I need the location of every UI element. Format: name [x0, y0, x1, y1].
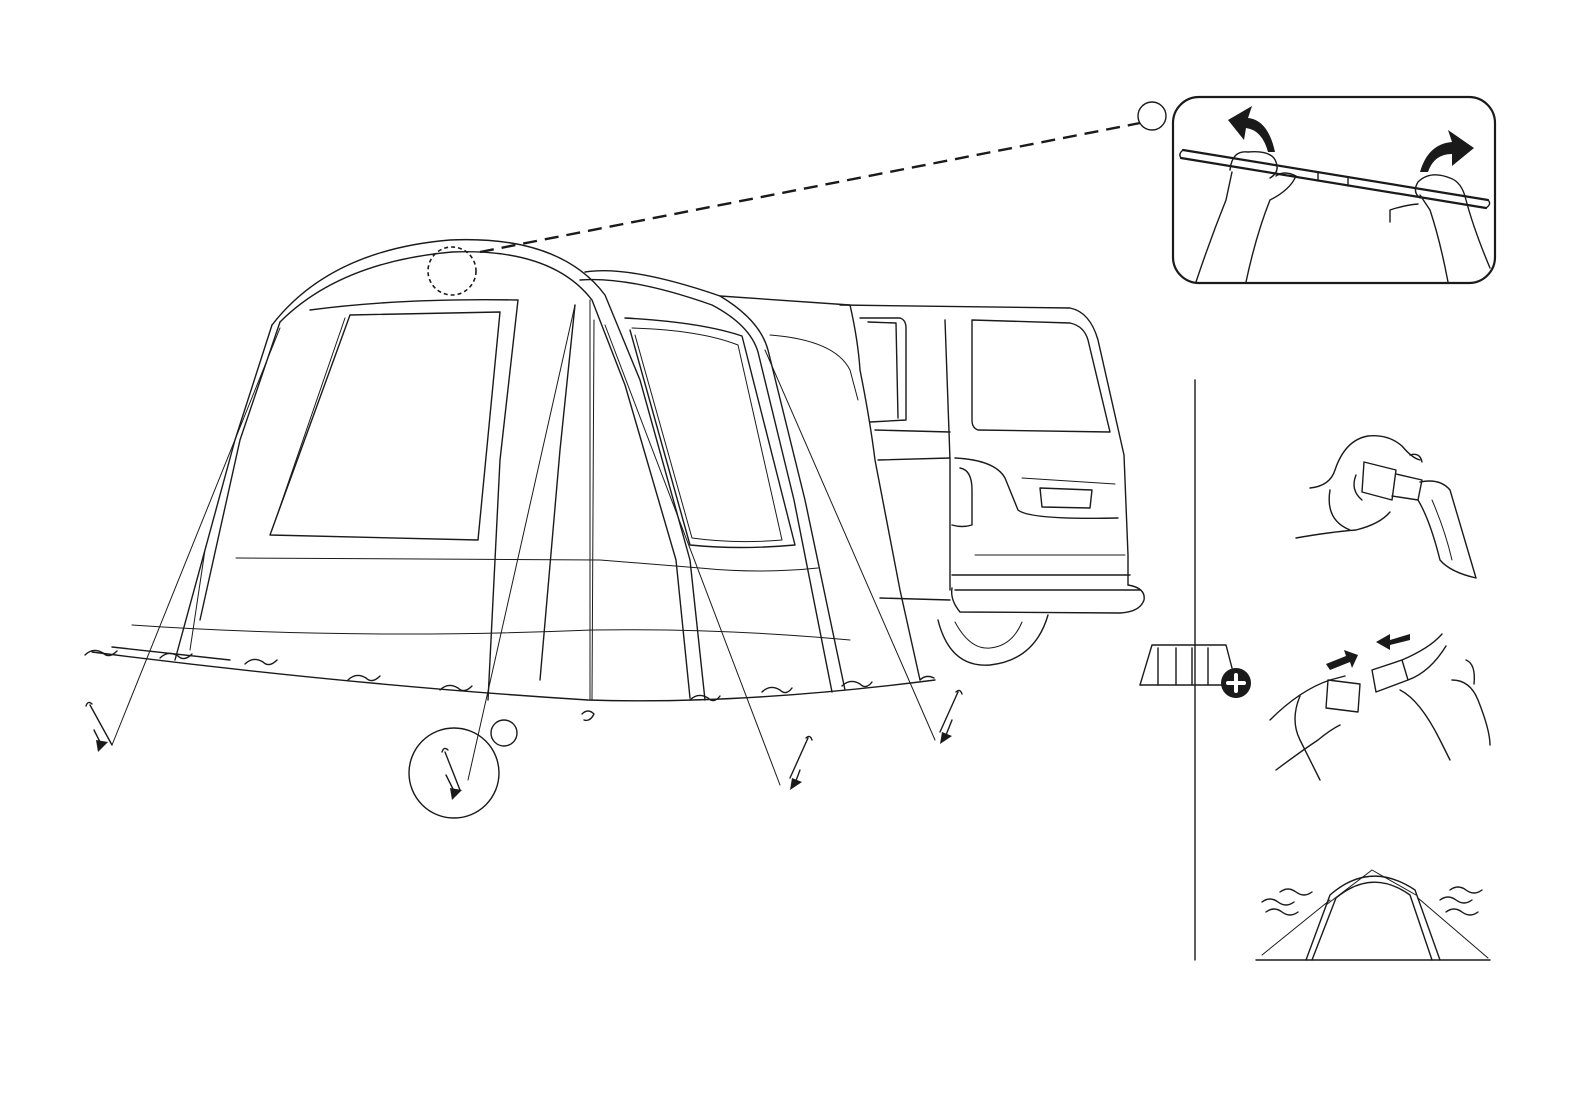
van — [840, 305, 1144, 665]
peg-loops — [85, 650, 934, 720]
pole-joining-hands-icon — [1173, 97, 1495, 283]
tent-peg-icon — [86, 690, 962, 800]
awning-tent — [92, 240, 935, 701]
buckle-strap-hand-icon — [1296, 436, 1476, 578]
tent-in-wind-icon — [1256, 870, 1490, 960]
callout-leader-line — [480, 123, 1140, 252]
pole-detail-focus — [428, 247, 476, 295]
buckle-connect-hands-icon — [1270, 634, 1490, 780]
pole-detail-marker — [1138, 102, 1166, 130]
guy-lines — [112, 305, 935, 785]
peg-detail-marker — [491, 720, 517, 746]
